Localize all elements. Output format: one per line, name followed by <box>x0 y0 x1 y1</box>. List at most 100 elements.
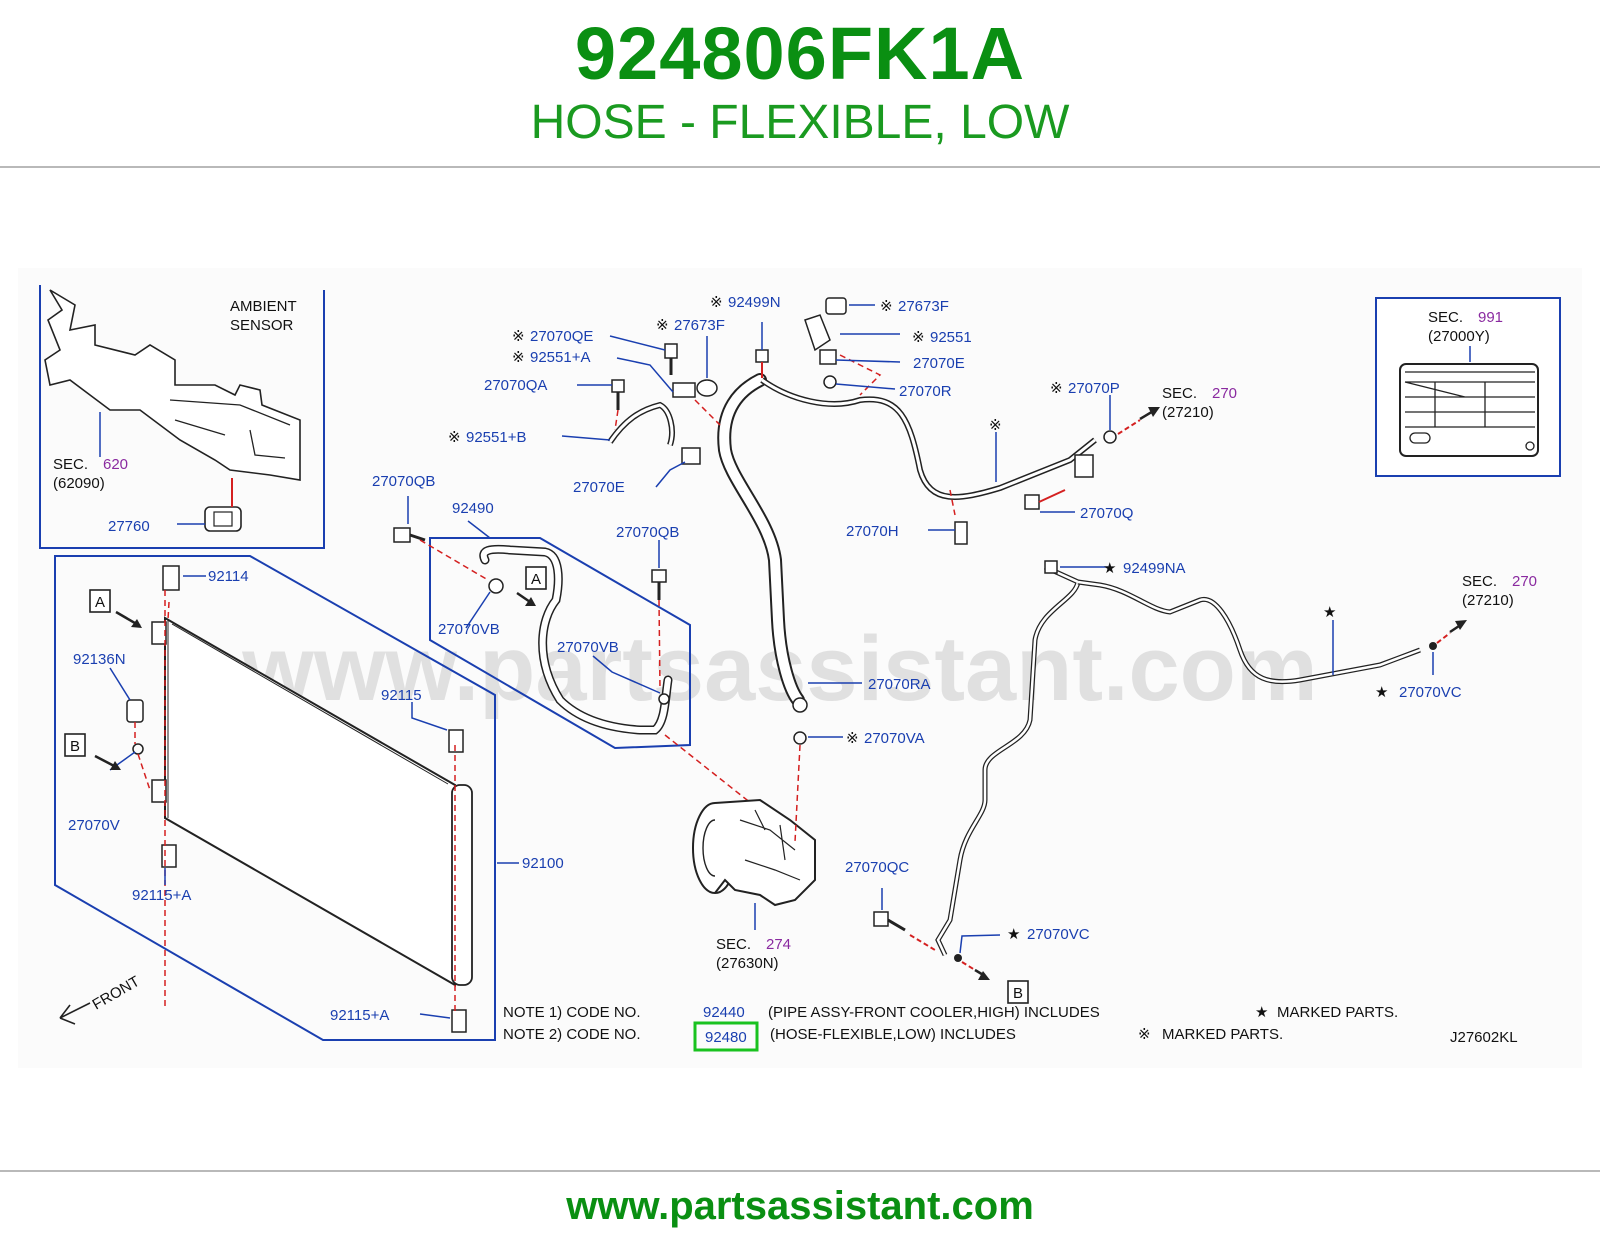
page-header: 924806FK1A HOSE - FLEXIBLE, LOW <box>0 0 1600 168</box>
sec-270-link-a[interactable]: 270 <box>1212 385 1237 402</box>
kome-icon-92551B: ※ <box>448 429 461 446</box>
high-pipe-92440-assembly: B ★ 92499NA ★ ★ 27070VC ★ 27070VC 27070Q… <box>845 560 1537 1004</box>
star-icon-27070VC-1: ★ <box>1375 684 1388 701</box>
low-hose-92480-assembly: ※ 27070QE ※ 92551+A 27070QA ※ 92551+B 27… <box>448 294 1237 843</box>
part-number-title: 924806FK1A <box>574 12 1026 95</box>
note-2-marked: MARKED PARTS. <box>1162 1026 1283 1043</box>
footer-divider <box>0 1170 1600 1172</box>
part-label-27070R[interactable]: 27070R <box>899 383 952 400</box>
part-label-92114[interactable]: 92114 <box>208 568 249 585</box>
kome-icon-92551: ※ <box>912 329 925 346</box>
notes-block: NOTE 1) CODE NO. 92440 (PIPE ASSY-FRONT … <box>503 1004 1518 1052</box>
part-label-27070QC[interactable]: 27070QC <box>845 859 909 876</box>
callout-a-box-hose <box>525 566 547 590</box>
part-label-27070E-2[interactable]: 27070E <box>913 355 965 372</box>
note-2-code-link[interactable]: 92480 <box>705 1029 747 1046</box>
part-label-27070H[interactable]: 27070H <box>846 523 899 540</box>
sec-620-link[interactable]: 620 <box>103 456 128 473</box>
part-label-92136N[interactable]: 92136N <box>73 651 126 668</box>
front-arrow-icon <box>59 1002 91 1025</box>
kome-icon-27673F-1: ※ <box>656 317 669 334</box>
ambient-sensor-inset: AMBIENT SENSOR SEC. 620 (62090) 27760 <box>39 285 325 549</box>
part-label-27070VB-2[interactable]: 27070VB <box>557 639 619 656</box>
kome-icon-92551A: ※ <box>512 349 525 366</box>
kome-icon-hose-marker: ※ <box>989 417 1002 434</box>
part-label-27760[interactable]: 27760 <box>108 518 150 535</box>
condenser-group: A B 92114 92136N 27070V 92115+A 92115 92… <box>54 555 564 1041</box>
kome-icon-27070QE: ※ <box>512 328 525 345</box>
sec-prefix-620: SEC. <box>53 456 88 473</box>
part-label-27673F-2[interactable]: 27673F <box>898 298 949 315</box>
note-1-prefix: NOTE 1) CODE NO. <box>503 1004 641 1021</box>
part-label-27070VB-1[interactable]: 27070VB <box>438 621 500 638</box>
part-label-27070E-1[interactable]: 27070E <box>573 479 625 496</box>
ref-62090: (62090) <box>53 475 105 492</box>
part-label-27070VC-2[interactable]: 27070VC <box>1027 926 1090 943</box>
part-label-27673F-1[interactable]: 27673F <box>674 317 725 334</box>
callout-a-label-left: A <box>95 594 105 611</box>
ref-27000Y: (27000Y) <box>1428 328 1490 345</box>
sec-prefix-274: SEC. <box>716 936 751 953</box>
part-label-27070V[interactable]: 27070V <box>68 817 120 834</box>
kome-icon-27070VA: ※ <box>846 730 859 747</box>
part-name-subtitle: HOSE - FLEXIBLE, LOW <box>530 96 1070 149</box>
note-1-code-link[interactable]: 92440 <box>703 1004 745 1021</box>
callout-b-box-left <box>64 733 86 757</box>
ambient-sensor-label-1: AMBIENT <box>230 298 297 315</box>
part-label-27070VC-1[interactable]: 27070VC <box>1399 684 1462 701</box>
part-label-27070VA[interactable]: 27070VA <box>864 730 925 747</box>
part-label-27070QB-1[interactable]: 27070QB <box>372 473 435 490</box>
note-2-kome-icon: ※ <box>1138 1026 1151 1043</box>
part-label-92551A[interactable]: 92551+A <box>530 349 590 366</box>
sec-270-link-b[interactable]: 270 <box>1512 573 1537 590</box>
footer-website-link[interactable]: www.partsassistant.com <box>566 1184 1034 1228</box>
note-1-marked: MARKED PARTS. <box>1277 1004 1398 1021</box>
star-icon-pipe-marker: ★ <box>1323 604 1336 621</box>
ref-27630N: (27630N) <box>716 955 779 972</box>
highlight-box <box>693 1021 759 1052</box>
header-divider <box>0 166 1600 168</box>
callout-b-box-pipe <box>1007 980 1029 1004</box>
sec-991-link[interactable]: 991 <box>1478 309 1503 326</box>
part-label-27070RA[interactable]: 27070RA <box>868 676 931 693</box>
part-label-92551[interactable]: 92551 <box>930 329 972 346</box>
ref-27210-a: (27210) <box>1162 404 1214 421</box>
part-label-27070QB-2[interactable]: 27070QB <box>616 524 679 541</box>
note-2-prefix: NOTE 2) CODE NO. <box>503 1026 641 1043</box>
part-label-92499NA[interactable]: 92499NA <box>1123 560 1186 577</box>
kome-icon-27673F-2: ※ <box>880 298 893 315</box>
callout-b-label-left: B <box>70 738 80 755</box>
sec-274-link[interactable]: 274 <box>766 936 791 953</box>
sec-prefix-270-b: SEC. <box>1462 573 1497 590</box>
star-icon-92499NA: ★ <box>1103 560 1116 577</box>
note-1-desc: (PIPE ASSY-FRONT COOLER,HIGH) INCLUDES <box>768 1004 1100 1021</box>
sec-prefix-991: SEC. <box>1428 309 1463 326</box>
ambient-sensor-label-2: SENSOR <box>230 317 294 334</box>
star-icon-27070VC-2: ★ <box>1007 926 1020 943</box>
sec-prefix-270-a: SEC. <box>1162 385 1197 402</box>
note-2-desc: (HOSE-FLEXIBLE,LOW) INCLUDES <box>770 1026 1016 1043</box>
part-label-27070QE[interactable]: 27070QE <box>530 328 593 345</box>
kome-icon-27070P: ※ <box>1050 380 1063 397</box>
part-label-92115A-2[interactable]: 92115+A <box>330 1007 389 1024</box>
part-label-92499N[interactable]: 92499N <box>728 294 781 311</box>
ref-27210-b: (27210) <box>1462 592 1514 609</box>
part-label-92115A[interactable]: 92115+A <box>132 887 191 904</box>
kome-icon-92499N: ※ <box>710 294 723 311</box>
part-label-92551B[interactable]: 92551+B <box>466 429 526 446</box>
callout-b-label-pipe: B <box>1013 985 1023 1002</box>
compressor: SEC. 274 (27630N) <box>692 798 816 972</box>
note-1-star-icon: ★ <box>1255 1004 1268 1021</box>
part-label-27070P[interactable]: 27070P <box>1068 380 1120 397</box>
part-label-92115[interactable]: 92115 <box>381 687 422 704</box>
callout-a-box-left <box>89 589 111 613</box>
callout-a-label-hose: A <box>531 571 541 588</box>
part-label-92100[interactable]: 92100 <box>522 855 564 872</box>
hose-92490-group: A 27070QB 92490 27070VB 27070VB 27070QB <box>372 473 801 843</box>
part-label-92490[interactable]: 92490 <box>452 500 494 517</box>
sec-991-inset: SEC. 991 (27000Y) <box>1375 297 1561 477</box>
part-label-27070QA[interactable]: 27070QA <box>484 377 547 394</box>
part-label-27070Q[interactable]: 27070Q <box>1080 505 1133 522</box>
drawing-code: J27602KL <box>1450 1029 1518 1046</box>
